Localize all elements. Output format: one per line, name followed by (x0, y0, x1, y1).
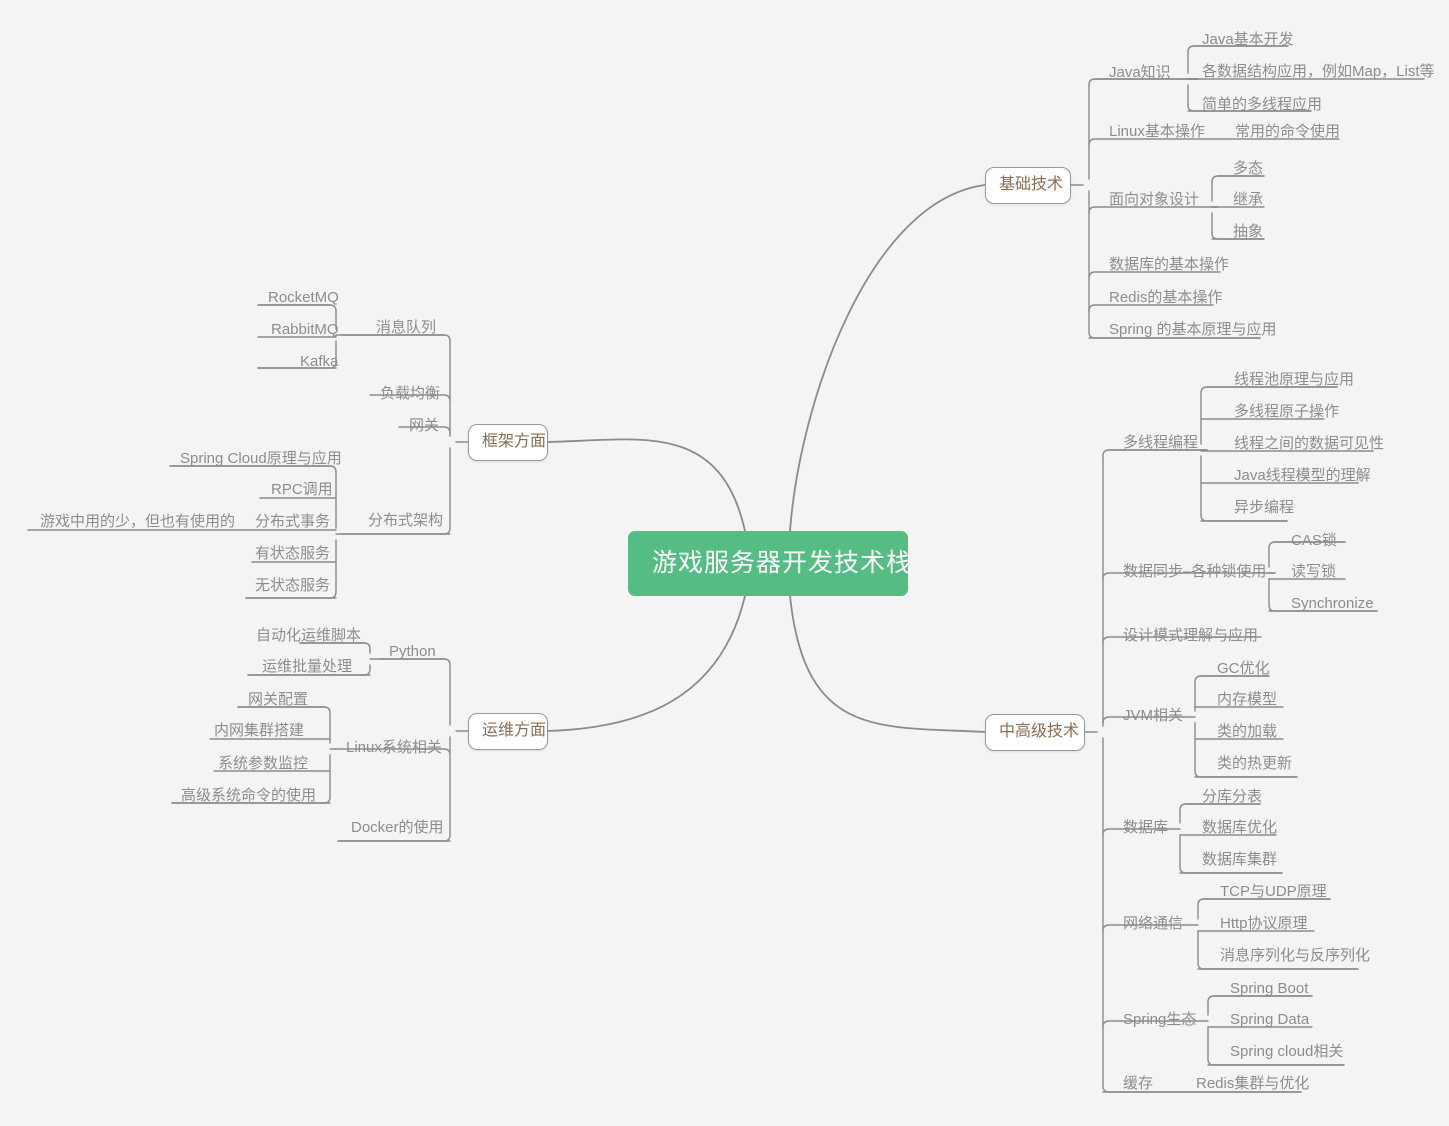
node-zidonghua-yunwei-jiaoben[interactable]: 自动化运维脚本 (256, 627, 362, 644)
node-linux-xitong-xiangguan[interactable]: Linux系统相关 (346, 739, 442, 756)
node-yunwei-piliang-chuli[interactable]: 运维批量处理 (262, 658, 353, 675)
node-neiwang-jiqun-dajian[interactable]: 内网集群搭建 (214, 722, 305, 739)
node-shujuku-youhua[interactable]: 数据库优化 (1202, 819, 1278, 836)
node-duxie-suo[interactable]: 读写锁 (1291, 563, 1337, 580)
node-spring-shengtai[interactable]: Spring生态 (1123, 1011, 1197, 1028)
node-yibu-biancheng[interactable]: 异步编程 (1234, 499, 1295, 516)
node-chouxiang[interactable]: 抽象 (1233, 223, 1264, 240)
node-jiandan-duoxiancheng[interactable]: 简单的多线程应用 (1202, 96, 1323, 113)
node-python[interactable]: Python (389, 643, 436, 660)
node-youzhuangtai-fuwu[interactable]: 有状态服务 (255, 545, 331, 562)
node-java-zhishi[interactable]: Java知识 (1109, 64, 1171, 81)
node-synchronize[interactable]: Synchronize (1291, 595, 1374, 612)
node-mianxiang-duixiang-sheji[interactable]: 面向对象设计 (1109, 191, 1200, 208)
node-wangluo-tongxin[interactable]: 网络通信 (1123, 915, 1184, 932)
node-java-jiben-kaifa[interactable]: Java基本开发 (1202, 31, 1294, 48)
node-wangguan-peizhi[interactable]: 网关配置 (248, 691, 309, 708)
node-gc-youhua[interactable]: GC优化 (1217, 660, 1270, 677)
node-java-xiancheng-moxing[interactable]: Java线程模型的理解 (1234, 467, 1371, 484)
node-lei-de-regengxin[interactable]: 类的热更新 (1217, 755, 1293, 772)
wire-root-to-jichu (789, 184, 986, 532)
node-duoxiancheng-biancheng[interactable]: 多线程编程 (1123, 434, 1199, 451)
node-sheji-moshi[interactable]: 设计模式理解与应用 (1123, 627, 1259, 644)
node-duoxiancheng-yuanzi[interactable]: 多线程原子操作 (1234, 403, 1340, 420)
node-spring-boot[interactable]: Spring Boot (1230, 980, 1309, 997)
branch-node-yunwei-fangmian[interactable]: 运维方面 (468, 713, 548, 750)
node-xitong-canshu-jiankong[interactable]: 系统参数监控 (218, 755, 309, 772)
wire-root-to-yunwei (547, 595, 746, 732)
node-lei-de-jiazai[interactable]: 类的加载 (1217, 723, 1278, 740)
node-cas-suo[interactable]: CAS锁 (1291, 532, 1337, 549)
node-fuzai-junheng[interactable]: 负载均衡 (380, 385, 441, 402)
node-xiancheng-keijianxing[interactable]: 线程之间的数据可见性 (1234, 435, 1385, 452)
node-shujuku-jiqun[interactable]: 数据库集群 (1202, 851, 1278, 868)
node-wuzhuangtai-fuwu[interactable]: 无状态服务 (255, 577, 331, 594)
node-docker-de-shiyong[interactable]: Docker的使用 (351, 819, 444, 836)
node-shujuku-jiben-caozuo[interactable]: 数据库的基本操作 (1109, 256, 1230, 273)
node-fenku-fenbiao[interactable]: 分库分表 (1202, 788, 1263, 805)
node-shuju-jiegou-yingyong[interactable]: 各数据结构应用，例如Map，List等 (1202, 63, 1435, 80)
node-gaoji-xitong-mingling[interactable]: 高级系统命令的使用 (181, 787, 317, 804)
node-shuju-tongbu-suo[interactable]: 数据同步–各种锁使用 (1123, 563, 1267, 580)
node-tcp-udp-yuanli[interactable]: TCP与UDP原理 (1220, 883, 1327, 900)
node-fenbushi-shiwu[interactable]: 分布式事务 (255, 513, 331, 530)
wire-root-to-zhonggao (789, 595, 986, 733)
node-spring-cloud-yuanli[interactable]: Spring Cloud原理与应用 (180, 450, 342, 467)
node-spring-data[interactable]: Spring Data (1230, 1011, 1310, 1028)
node-youxi-zhong-yong-de-shao[interactable]: 游戏中用的少，但也有使用的 (40, 513, 236, 530)
node-huancun[interactable]: 缓存 (1123, 1075, 1154, 1092)
node-rpc-diaoyong[interactable]: RPC调用 (271, 481, 333, 498)
node-xianchengchi-yuanli[interactable]: 线程池原理与应用 (1234, 371, 1355, 388)
node-duotai[interactable]: 多态 (1233, 160, 1264, 177)
node-xiaoxi-xuliehua[interactable]: 消息序列化与反序列化 (1220, 947, 1371, 964)
node-rocketmq[interactable]: RocketMQ (268, 289, 339, 306)
node-redis-jiben-caozuo[interactable]: Redis的基本操作 (1109, 289, 1223, 306)
branch-node-kuangjia-fangmian[interactable]: 框架方面 (468, 424, 548, 461)
node-kafka[interactable]: Kafka (300, 353, 339, 370)
node-fenbushi-jiagou[interactable]: 分布式架构 (368, 512, 444, 529)
node-jicheng[interactable]: 继承 (1233, 191, 1264, 208)
root-node[interactable]: 游戏服务器开发技术栈 (628, 531, 911, 596)
node-jvm-xiangguan[interactable]: JVM相关 (1123, 707, 1184, 724)
node-linux-jiben-caozuo[interactable]: Linux基本操作 (1109, 123, 1205, 140)
branch-node-jichu-jishu[interactable]: 基础技术 (985, 167, 1071, 204)
node-xiaoxi-duilie[interactable]: 消息队列 (376, 319, 437, 336)
node-wangguan[interactable]: 网关 (409, 417, 440, 434)
node-rabbitmq[interactable]: RabbitMQ (271, 321, 339, 338)
branch-node-zhonggaoji-jishu[interactable]: 中高级技术 (985, 714, 1085, 751)
node-shujuku[interactable]: 数据库 (1123, 819, 1169, 836)
wire-root-to-kuangjia (547, 438, 746, 532)
node-changyong-mingling[interactable]: 常用的命令使用 (1235, 123, 1341, 140)
node-redis-jiqun-youhua[interactable]: Redis集群与优化 (1196, 1075, 1310, 1092)
node-http-xieyi-yuanli[interactable]: Http协议原理 (1220, 915, 1308, 932)
node-spring-jiben-yuanli[interactable]: Spring 的基本原理与应用 (1109, 321, 1277, 338)
node-neicun-moxing[interactable]: 内存模型 (1217, 691, 1278, 708)
node-spring-cloud-xiangguan[interactable]: Spring cloud相关 (1230, 1043, 1344, 1060)
